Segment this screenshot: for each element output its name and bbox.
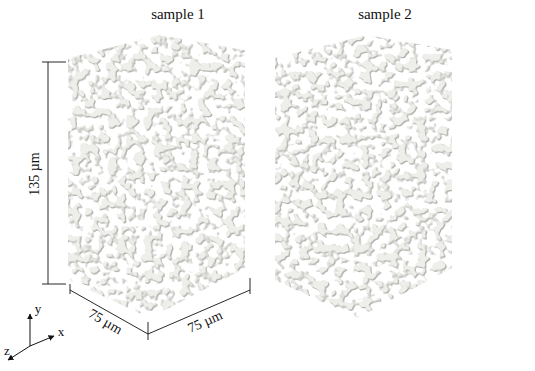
- sample-title: sample 2: [358, 7, 412, 22]
- dimension-label: 135 µm: [28, 151, 42, 196]
- sample-title: sample 1: [151, 7, 205, 22]
- axis-triad: [8, 314, 54, 360]
- axis-label: z: [4, 344, 10, 357]
- axis-label: x: [58, 325, 65, 338]
- sample-volume: [60, 30, 250, 325]
- dimension-label: 75 µm: [85, 306, 125, 337]
- sample-volume: [268, 30, 458, 325]
- dimension-lines: [42, 62, 250, 340]
- dimension-label: 75 µm: [185, 308, 226, 336]
- axis-label: y: [35, 302, 42, 315]
